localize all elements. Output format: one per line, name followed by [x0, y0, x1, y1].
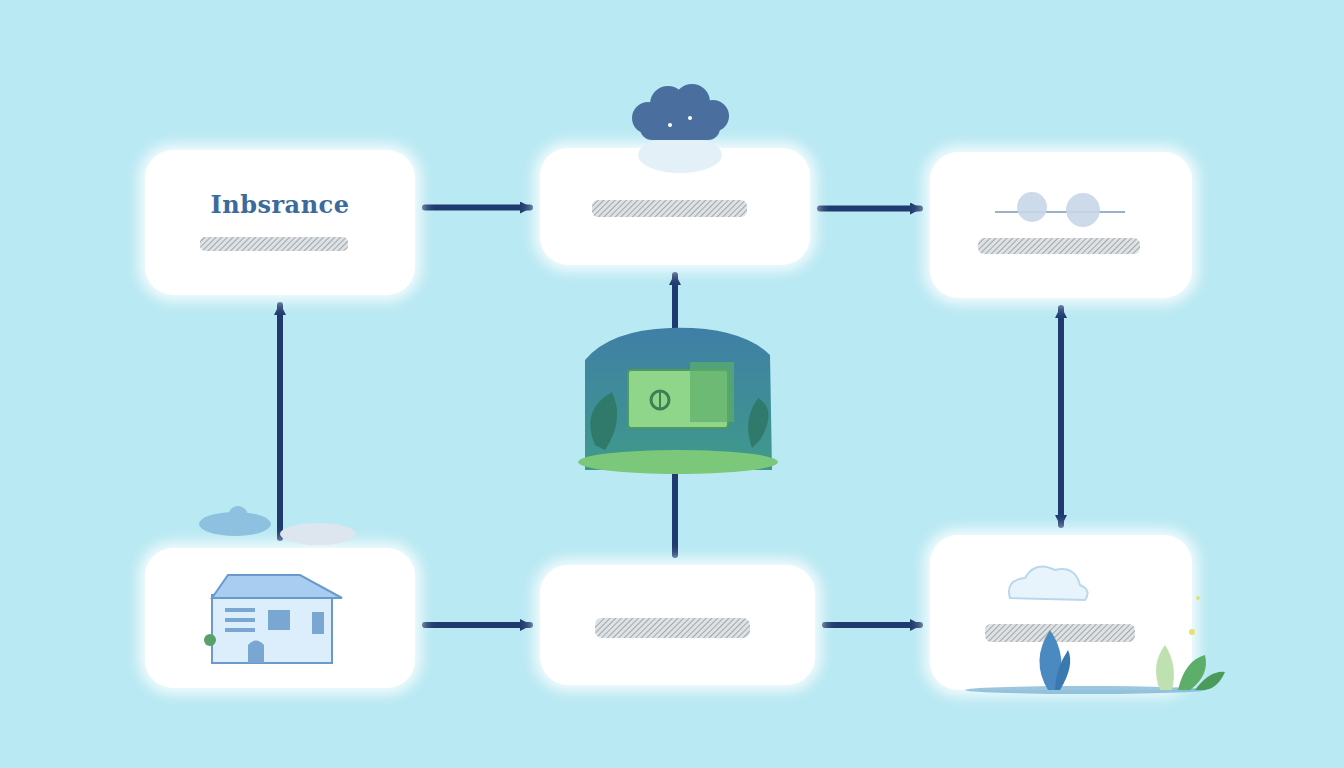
house-icon — [204, 575, 342, 663]
flow-arrow — [672, 275, 678, 555]
process-box — [930, 535, 1192, 690]
placeholder-text — [200, 200, 1140, 642]
money-illustration — [578, 328, 778, 474]
cloud-icon — [632, 84, 729, 173]
process-box — [145, 548, 415, 688]
flow-arrow — [425, 205, 530, 211]
nature-icons — [965, 566, 1225, 694]
process-box — [540, 148, 810, 265]
flow-arrow — [277, 305, 283, 538]
circle-icons — [995, 192, 1125, 227]
flow-arrow — [425, 622, 530, 628]
box-label: Inbsrance — [145, 190, 415, 219]
flow-arrow — [820, 206, 920, 212]
process-box — [930, 152, 1192, 298]
small-clouds — [199, 506, 356, 545]
flow-arrow — [1058, 308, 1064, 525]
flow-arrow — [825, 622, 920, 628]
process-box — [540, 565, 815, 685]
process-box: Inbsrance — [145, 150, 415, 295]
